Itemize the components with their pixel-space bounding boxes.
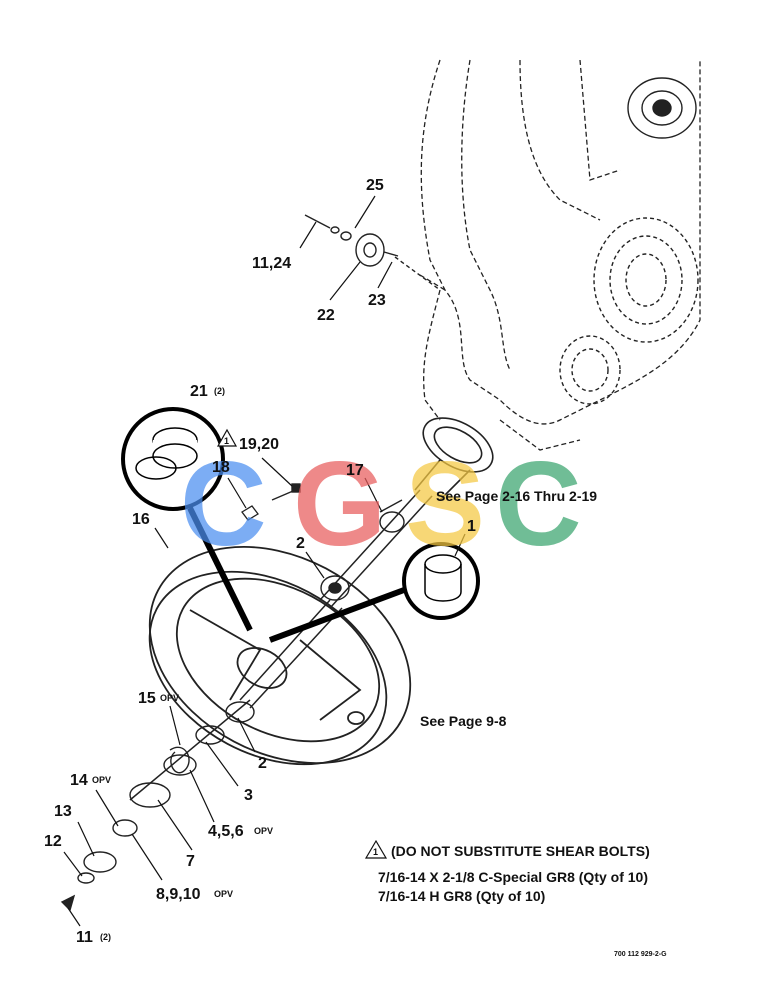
callout-13: 13 — [54, 803, 72, 820]
clutch-stack — [60, 701, 255, 912]
callout-12: 12 — [44, 833, 62, 850]
callout-4-5-6-opv: OPV — [254, 826, 273, 836]
triangle-marker-19-20: 1 — [216, 428, 238, 447]
reference-page-9-8: See Page 9-8 — [420, 713, 507, 729]
callout-17: 17 — [346, 462, 364, 479]
callout-22: 22 — [317, 307, 335, 324]
shear-bolt-note: 1 (DO NOT SUBSTITUTE SHEAR BOLTS) 7/16-1… — [364, 839, 650, 904]
callout-18: 18 — [212, 459, 230, 476]
callout-14: 14 — [70, 772, 88, 789]
housing-bearing-large — [593, 217, 699, 343]
part-19-20-bolt — [271, 483, 301, 501]
watermark-letter-s: S — [405, 437, 485, 571]
leader-lines — [63, 195, 466, 927]
note-triangle-number: 1 — [373, 847, 378, 857]
detail-circle-21 — [121, 407, 253, 632]
watermark-letter-c2: C — [495, 437, 582, 571]
callout-14-opv: OPV — [92, 775, 111, 785]
callout-21: 21 — [190, 383, 208, 400]
callout-2-lower: 2 — [258, 755, 267, 772]
callout-3: 3 — [244, 787, 253, 804]
housing-bearing-small — [559, 335, 621, 405]
housing-hub-top — [627, 77, 697, 139]
note-line-1: 7/16-14 X 2-1/8 C-Special GR8 (Qty of 10… — [378, 869, 648, 885]
note-line-2: 7/16-14 H GR8 (Qty of 10) — [378, 888, 545, 904]
part-18-nut — [241, 505, 259, 521]
callout-25: 25 — [366, 177, 384, 194]
detail-circle-1 — [268, 542, 480, 643]
output-flange — [414, 417, 494, 501]
callout-8-9-10: 8,9,10 — [156, 886, 201, 903]
callout-11-24: 11,24 — [252, 255, 291, 272]
watermark-letter-c1: C — [180, 437, 267, 571]
callout-11-qty: (2) — [100, 932, 111, 942]
callout-21-qty: (2) — [214, 386, 225, 396]
cgsc-watermark: C G S C — [180, 437, 582, 571]
sprocket-assembly — [304, 214, 441, 291]
triangle-marker-number: 1 — [224, 436, 229, 446]
reference-page-2-16: See Page 2-16 Thru 2-19 — [436, 488, 597, 504]
callout-labels: 25 11,24 22 23 21 (2) 1 19,20 18 17 16 2… — [44, 177, 476, 946]
callout-2-upper: 2 — [296, 535, 305, 552]
callout-15-opv: OPV — [160, 693, 179, 703]
note-warning: (DO NOT SUBSTITUTE SHEAR BOLTS) — [391, 843, 650, 859]
callout-4-5-6: 4,5,6 — [208, 823, 244, 840]
callout-23: 23 — [368, 292, 386, 309]
drawing-number: 700 112 929-2-G — [614, 951, 667, 958]
callout-19-20: 19,20 — [239, 436, 279, 453]
callout-15: 15 — [138, 690, 156, 707]
callout-8-9-10-opv: OPV — [214, 889, 233, 899]
callout-7: 7 — [186, 853, 195, 870]
drive-wheel — [148, 546, 412, 766]
pinion-gear-upper — [320, 575, 350, 601]
callout-16: 16 — [132, 511, 150, 528]
callout-11: 11 — [76, 929, 93, 946]
callout-1: 1 — [467, 518, 476, 535]
watermark-letter-g: G — [293, 437, 386, 571]
part-17-washer — [379, 499, 405, 533]
driveline-shaft — [129, 489, 433, 801]
gearbox-housing-outline — [419, 59, 701, 451]
